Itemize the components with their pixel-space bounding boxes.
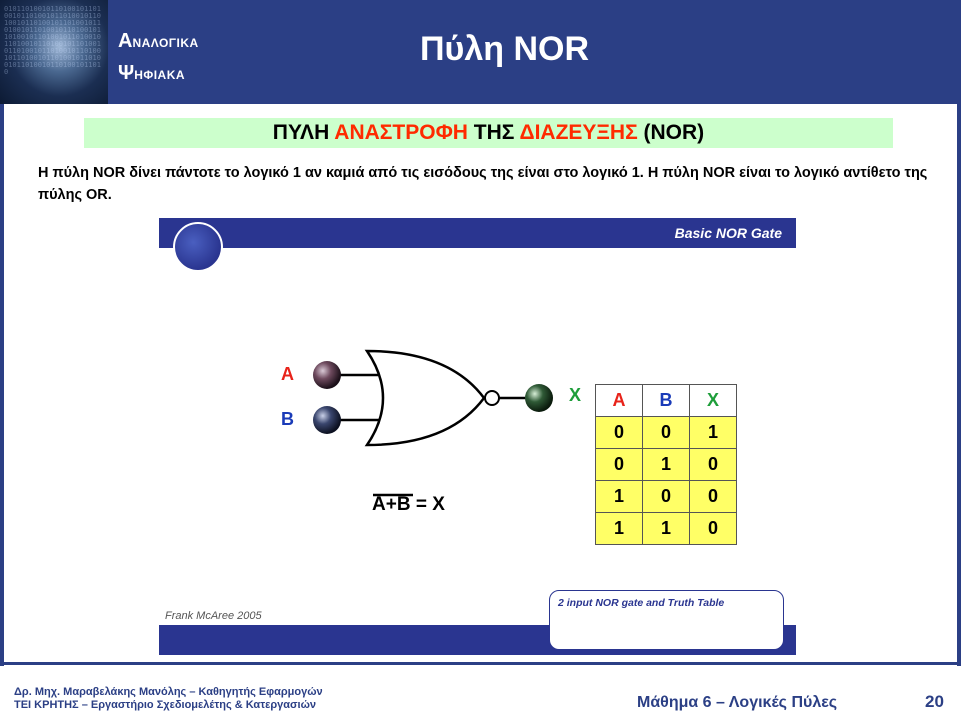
slide-header: 0101101001011010010110100101101001011010…	[0, 0, 961, 104]
brand-line-analog: ΑΝΑΛΟΓΙΚΑ	[118, 30, 199, 52]
nor-gate-diagram	[313, 349, 553, 497]
boolean-equation: A+B = X	[372, 494, 445, 515]
page-number: 20	[925, 692, 944, 711]
nor-gate-illustration: Basic NOR Gate	[159, 218, 796, 655]
truth-table-header-b: B	[642, 384, 690, 417]
footer-author: Δρ. Μηχ. Μαραβελάκης Μανόλης – Καθηγητής…	[14, 686, 323, 712]
table-row: 1 0 0	[595, 480, 737, 513]
page-title: Πύλη NOR	[420, 30, 590, 68]
truth-table: A B X 0 0 1 0 1 0 1 0 0 1 1	[595, 384, 737, 545]
illustration-top-bar	[159, 218, 796, 248]
footer-author-line2: ΤΕΙ ΚΡΗΤΗΣ – Εργαστήριο Σχεδιομελέτης & …	[14, 699, 316, 711]
table-row: 0 1 0	[595, 448, 737, 481]
table-cell: 1	[642, 448, 690, 481]
footer-lesson: Μάθημα 6 – Λογικές Πύλες	[637, 694, 838, 711]
table-cell: 0	[689, 448, 737, 481]
output-x-label: X	[569, 385, 582, 405]
input-b-label: B	[281, 409, 294, 429]
illustration-title: Basic NOR Gate	[674, 225, 782, 241]
section-heading: ΠΥΛΗ ΑΝΑΣΤΡΟΦΗ ΤΗΣ ΔΙΑΖΕΥΞΗΣ (NOR)	[84, 118, 893, 148]
table-cell: 0	[642, 416, 690, 449]
table-row: 0 0 1	[595, 416, 737, 449]
truth-table-header-row: A B X	[595, 384, 737, 417]
brand-line-digital: ΨΗΦΙΑΚΑ	[118, 62, 186, 84]
table-cell: 0	[642, 480, 690, 513]
illustration-credit: Frank McAree 2005	[165, 610, 262, 622]
table-cell: 0	[595, 416, 643, 449]
table-cell: 1	[595, 512, 643, 545]
description-text: Η πύλη NOR δίνει πάντοτε το λογικό 1 αν …	[38, 165, 928, 203]
footer-author-line1: Δρ. Μηχ. Μαραβελάκης Μανόλης – Καθηγητής…	[14, 686, 323, 698]
output-x-node-icon	[525, 384, 553, 412]
input-a-label: A	[281, 364, 294, 384]
table-cell: 0	[595, 448, 643, 481]
truth-table-header-a: A	[595, 384, 643, 417]
table-cell: 1	[642, 512, 690, 545]
table-row: 1 1 0	[595, 512, 737, 545]
table-cell: 0	[689, 512, 737, 545]
table-cell: 0	[689, 480, 737, 513]
bottom-border	[0, 662, 961, 665]
right-border	[957, 104, 961, 666]
left-border	[0, 104, 4, 666]
illustration-caption: 2 input NOR gate and Truth Table	[549, 590, 784, 650]
table-cell: 1	[595, 480, 643, 513]
nor-gate-body	[364, 349, 486, 447]
inversion-bubble	[484, 390, 500, 406]
brain-logo-image: 0101101001011010010110100101101001011010…	[0, 0, 108, 104]
input-b-node-icon	[313, 406, 341, 434]
table-cell: 1	[689, 416, 737, 449]
truth-table-header-x: X	[689, 384, 737, 417]
input-a-node-icon	[313, 361, 341, 389]
illustration-circle-logo-icon	[173, 222, 223, 272]
